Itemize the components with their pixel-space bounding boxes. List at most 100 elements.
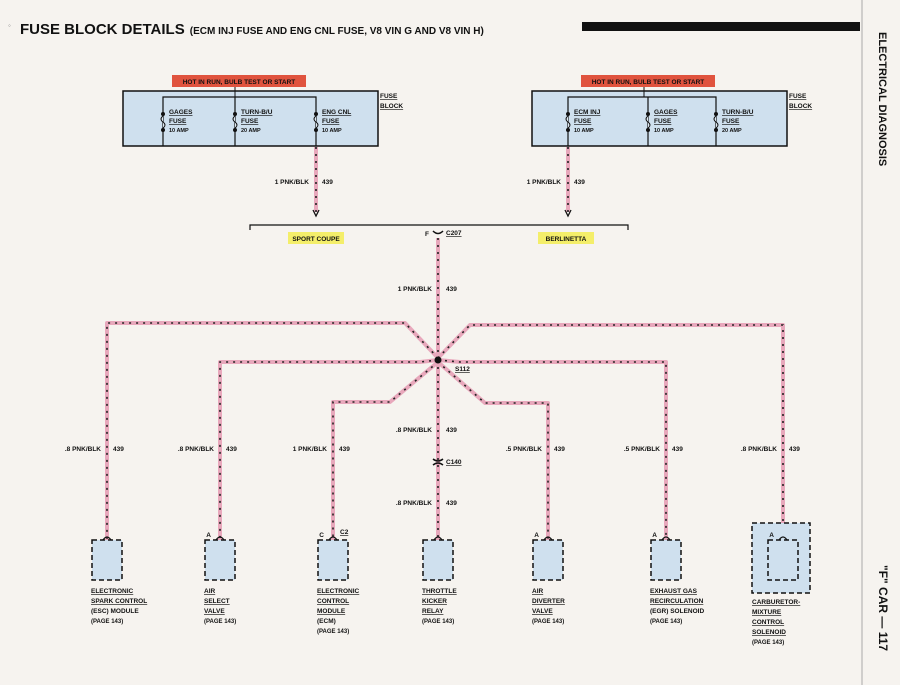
wire — [436, 360, 550, 540]
connector-label: C2 — [340, 529, 349, 536]
fuse-block-label: BLOCK — [789, 103, 812, 110]
fuse-name: TURN-B/U — [241, 109, 273, 116]
wire-label: .5 PNK/BLK — [624, 446, 660, 453]
fuse-type: FUSE — [722, 118, 740, 125]
wire-label: .8 PNK/BLK — [65, 446, 101, 453]
arrow-icon — [312, 209, 320, 218]
connector-c207: C207 — [446, 230, 462, 237]
component-name: ELECTRONIC — [91, 588, 134, 595]
option-bracket — [249, 224, 629, 230]
component-name: VALVE — [204, 608, 225, 615]
connector-pin: F — [425, 231, 429, 238]
side-title: ELECTRICAL DIAGNOSIS — [876, 32, 888, 166]
fuse-block-label: FUSE — [380, 93, 398, 100]
connector-c207-icon — [432, 230, 444, 235]
component-page: (PAGE 143) — [422, 619, 454, 625]
fuse-terminal — [233, 128, 237, 132]
wire-label: 1 PNK/BLK — [398, 286, 433, 293]
fuse-terminal — [566, 128, 570, 132]
hole-mark: ◦ — [8, 21, 11, 30]
component-page: (PAGE 143) — [317, 629, 349, 635]
component-box — [422, 539, 454, 581]
component-name: KICKER — [422, 598, 447, 605]
wire-label: .8 PNK/BLK — [396, 500, 432, 507]
component-box — [650, 539, 682, 581]
component-page: (PAGE 143) — [650, 619, 682, 625]
fuse-amp: 10 AMP — [169, 128, 189, 134]
terminal-icon — [661, 536, 671, 541]
sport-coupe-bg — [288, 232, 344, 244]
terminal-icon — [102, 536, 112, 541]
terminal-icon — [433, 536, 443, 541]
fuse-name: TURN-B/U — [722, 109, 754, 116]
circuit-label: 439 — [226, 446, 237, 453]
fuse-name: ENG CNL — [322, 109, 351, 116]
splice-s112: S112 — [455, 366, 470, 373]
component-name: SPARK CONTROL — [91, 598, 147, 605]
wire — [436, 323, 785, 530]
wire — [218, 358, 439, 540]
wire — [437, 358, 668, 540]
header-bar — [582, 22, 860, 31]
diagram-content: HOT IN RUN, BULB TEST OR STARTGAGESFUSE1… — [65, 75, 812, 646]
hot-label-bg — [581, 75, 715, 87]
fuse-terminal — [714, 112, 718, 116]
terminal-icon — [328, 536, 338, 541]
fuse-type: FUSE — [654, 118, 672, 125]
component-name: MODULE — [317, 608, 346, 615]
component-name: SOLENOID — [752, 629, 786, 636]
component-box — [204, 539, 236, 581]
component-name: AIR — [532, 588, 544, 595]
component-name: DIVERTER — [532, 598, 565, 605]
hot-label-bg — [172, 75, 306, 87]
component-page: (PAGE 143) — [204, 619, 236, 625]
fuse-type: FUSE — [574, 118, 592, 125]
fuse-terminal — [314, 128, 318, 132]
component-name: MIXTURE — [752, 609, 782, 616]
component-name: (ECM) — [317, 618, 336, 625]
component-page: (PAGE 143) — [91, 619, 123, 625]
fuse-icon — [160, 115, 166, 129]
fuse-terminal — [714, 128, 718, 132]
component-box — [767, 539, 799, 581]
fuse-type: FUSE — [241, 118, 259, 125]
wire-label: 1 PNK/BLK — [275, 179, 310, 186]
fuse-block — [531, 90, 788, 147]
wire-label: .5 PNK/BLK — [506, 446, 542, 453]
component-name: EXHAUST GAS — [650, 588, 698, 595]
fuse-amp: 20 AMP — [241, 128, 261, 134]
terminal-icon — [778, 536, 788, 541]
connector-c140: C140 — [446, 459, 462, 466]
page-title: FUSE BLOCK DETAILS(ECM INJ FUSE AND ENG … — [20, 21, 484, 38]
terminal-pin: C — [319, 532, 324, 539]
sport-coupe-label: SPORT COUPE — [292, 236, 340, 243]
fuse-terminal — [161, 128, 165, 132]
wire-label: 1 PNK/BLK — [527, 179, 562, 186]
berlinetta-label: BERLINETTA — [546, 236, 587, 243]
fuse-type: FUSE — [169, 118, 187, 125]
circuit-label: 439 — [446, 500, 457, 507]
fuse-terminal — [161, 112, 165, 116]
fuse-block-label: FUSE — [789, 93, 807, 100]
component-name: ELECTRONIC — [317, 588, 360, 595]
fuse-amp: 10 AMP — [654, 128, 674, 134]
component-name: (EGR) SOLENOID — [650, 608, 704, 615]
component-page: (PAGE 143) — [532, 619, 564, 625]
terminal-pin: A — [206, 532, 211, 539]
fuse-amp: 20 AMP — [722, 128, 742, 134]
circuit-label: 439 — [672, 446, 683, 453]
fuse-icon — [713, 115, 719, 129]
component-name: VALVE — [532, 608, 553, 615]
terminal-pin: A — [652, 532, 657, 539]
component-name: AIR — [204, 588, 216, 595]
component-name: SELECT — [204, 598, 230, 605]
wire-label: .8 PNK/BLK — [178, 446, 214, 453]
hot-label: HOT IN RUN, BULB TEST OR START — [183, 79, 296, 86]
fuse-terminal — [233, 112, 237, 116]
component-box — [532, 539, 564, 581]
component-name: THROTTLE — [422, 588, 457, 595]
fuse-icon — [645, 115, 651, 129]
component-name: CARBURETOR- — [752, 599, 800, 606]
circuit-label: 439 — [446, 427, 457, 434]
